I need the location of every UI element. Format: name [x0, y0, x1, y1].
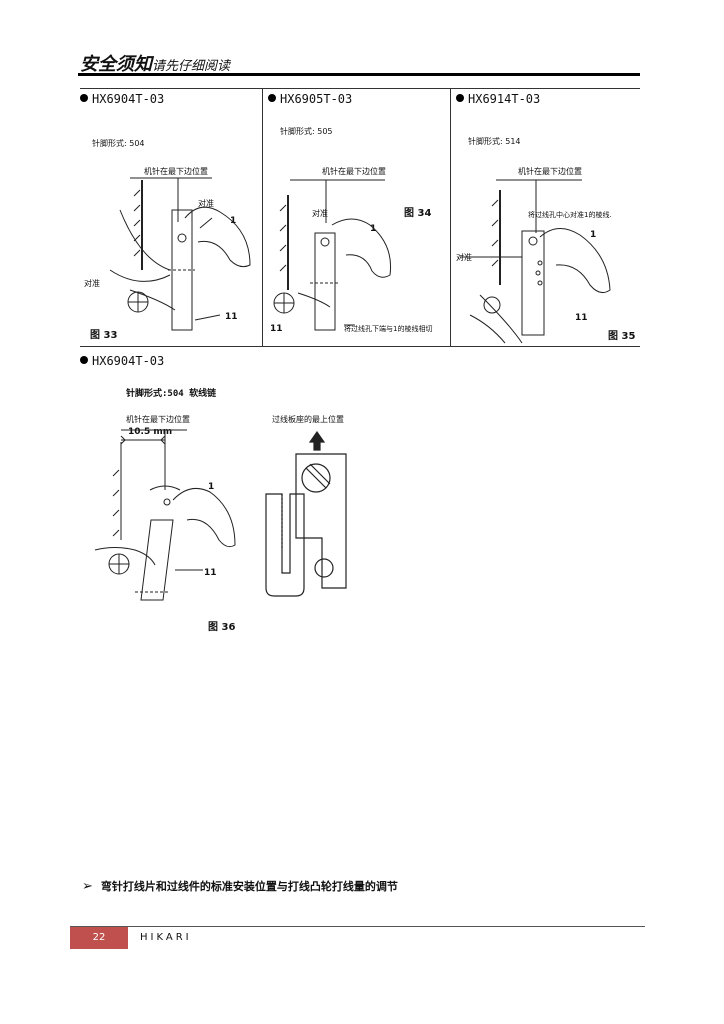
panel1-part-b: 11: [225, 312, 238, 322]
panel4-figure-label: 图 36: [208, 622, 236, 633]
panel2-part-a: 1: [370, 224, 377, 234]
panel4-plate-drawing: [262, 428, 352, 603]
panel3-position-label: 机针在最下边位置: [518, 167, 582, 176]
panel3-note: 将过线孔中心对准1的棱线.: [528, 211, 612, 219]
section-heading-text: 弯针打线片和过线件的标准安装位置与打线凸轮打线量的调节: [100, 880, 398, 893]
panel4-needle-drawing: [95, 420, 245, 610]
panel1-model: HX6904T-03: [80, 92, 164, 106]
bullet-dot-icon: [80, 94, 88, 102]
header-title-main: 安全须知: [80, 54, 152, 75]
frame-divider-1: [262, 88, 263, 346]
footer-brand: HIKARI: [140, 932, 192, 943]
panel4-needle-form: 针脚形式:504 软线链: [126, 389, 217, 399]
panel1-align-label-top: 对准: [198, 199, 214, 208]
panel3-needle-form: 针脚形式: 514: [468, 137, 521, 146]
panel1-position-label: 机针在最下边位置: [144, 167, 208, 176]
frame-mid-line: [80, 346, 640, 347]
panel1-part-a: 1: [230, 216, 237, 226]
panel1-drawing: [100, 150, 260, 340]
panel2-align-label: 对准: [312, 209, 328, 218]
header-rule: [78, 73, 640, 76]
frame-divider-2: [450, 88, 451, 346]
bullet-dot-icon: [456, 94, 464, 102]
panel2-position-label: 机针在最下边位置: [322, 167, 386, 176]
panel3-model: HX6914T-03: [456, 92, 540, 106]
panel3-part-b: 11: [575, 313, 588, 323]
arrow-bullet-icon: ➢: [82, 879, 93, 894]
header-title: 安全须知请先仔细阅读: [80, 50, 230, 76]
section-heading: ➢ 弯针打线片和过线件的标准安装位置与打线凸轮打线量的调节: [82, 878, 398, 894]
panel4-dimension: 10.5 mm: [128, 427, 173, 437]
panel3-drawing: [460, 175, 635, 343]
frame-top-line: [80, 88, 640, 89]
panel4-position-label: 机针在最下边位置: [126, 415, 190, 424]
panel4-part-b: 11: [204, 568, 217, 578]
panel1-figure-label: 图 33: [90, 330, 118, 341]
footer-page-number: 22: [70, 927, 128, 949]
panel3-part-a: 1: [590, 230, 597, 240]
footer-rule: [70, 926, 645, 927]
panel2-note: 将过线孔下端与1的棱线相切: [344, 325, 433, 333]
bullet-dot-icon: [268, 94, 276, 102]
panel4-plate-label: 过线板座的最上位置: [272, 415, 344, 424]
panel4-model: HX6904T-03: [80, 354, 164, 368]
panel2-part-b: 11: [270, 324, 283, 334]
bullet-dot-icon: [80, 356, 88, 364]
panel2-figure-label: 图 34: [404, 208, 432, 219]
panel2-model: HX6905T-03: [268, 92, 352, 106]
panel2-needle-form: 针脚形式: 505: [280, 127, 333, 136]
panel2-drawing: [270, 175, 445, 335]
panel1-align-label-left: 对准: [84, 279, 100, 288]
header-title-sub: 请先仔细阅读: [152, 59, 231, 74]
panel1-needle-form: 针脚形式: 504: [92, 139, 145, 148]
panel4-part-a: 1: [208, 482, 215, 492]
panel3-figure-label: 图 35: [608, 331, 636, 342]
